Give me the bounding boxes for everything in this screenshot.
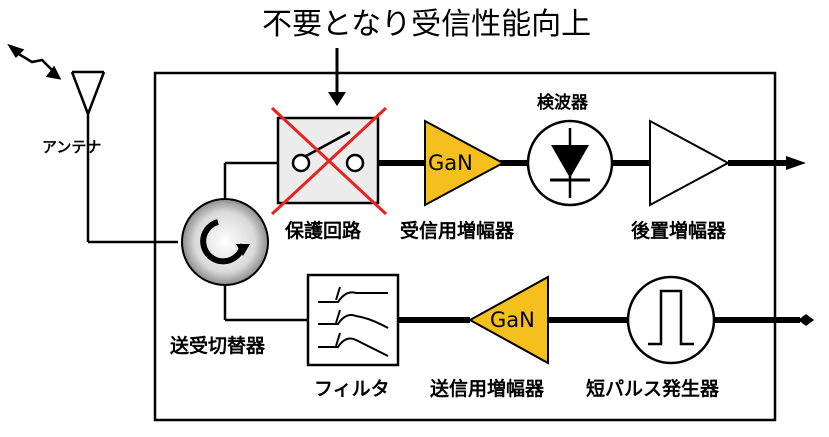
input-terminal bbox=[798, 314, 814, 326]
tx-amplifier-triangle bbox=[467, 275, 549, 365]
circulator-label: 送受切替器 bbox=[170, 335, 266, 357]
signal-paths bbox=[378, 160, 800, 323]
system-enclosure bbox=[153, 71, 777, 422]
title-arrow bbox=[328, 48, 346, 106]
removed-cross-mark bbox=[270, 106, 388, 216]
rx-amplifier-label: 受信用増幅器 bbox=[400, 220, 515, 242]
filter-label: フィルタ bbox=[314, 378, 390, 400]
circulator-block bbox=[181, 198, 269, 286]
post-amplifier-label: 後置増幅器 bbox=[631, 220, 727, 242]
thin-wiring bbox=[88, 161, 308, 322]
output-arrow-head bbox=[786, 156, 806, 170]
detector-block bbox=[526, 119, 614, 207]
tx-amplifier-label: 送信用増幅器 bbox=[430, 378, 545, 400]
filter-block bbox=[306, 273, 400, 367]
antenna-label: アンテナ bbox=[42, 138, 102, 156]
tx-amp-badge: GaN bbox=[490, 308, 535, 332]
antenna-icon bbox=[70, 70, 106, 242]
wireless-signal-icon bbox=[7, 43, 62, 80]
rx-amp-badge: GaN bbox=[428, 151, 473, 175]
diagram-title: 不要となり受信性能向上 bbox=[262, 7, 592, 42]
post-amplifier-triangle bbox=[649, 119, 731, 207]
pulse-generator-block bbox=[626, 275, 716, 365]
pulse-generator-label: 短パルス発生器 bbox=[586, 378, 720, 400]
protection-circuit-label: 保護回路 bbox=[285, 220, 362, 242]
rx-amplifier-triangle bbox=[424, 119, 506, 207]
detector-label: 検波器 bbox=[537, 93, 588, 113]
